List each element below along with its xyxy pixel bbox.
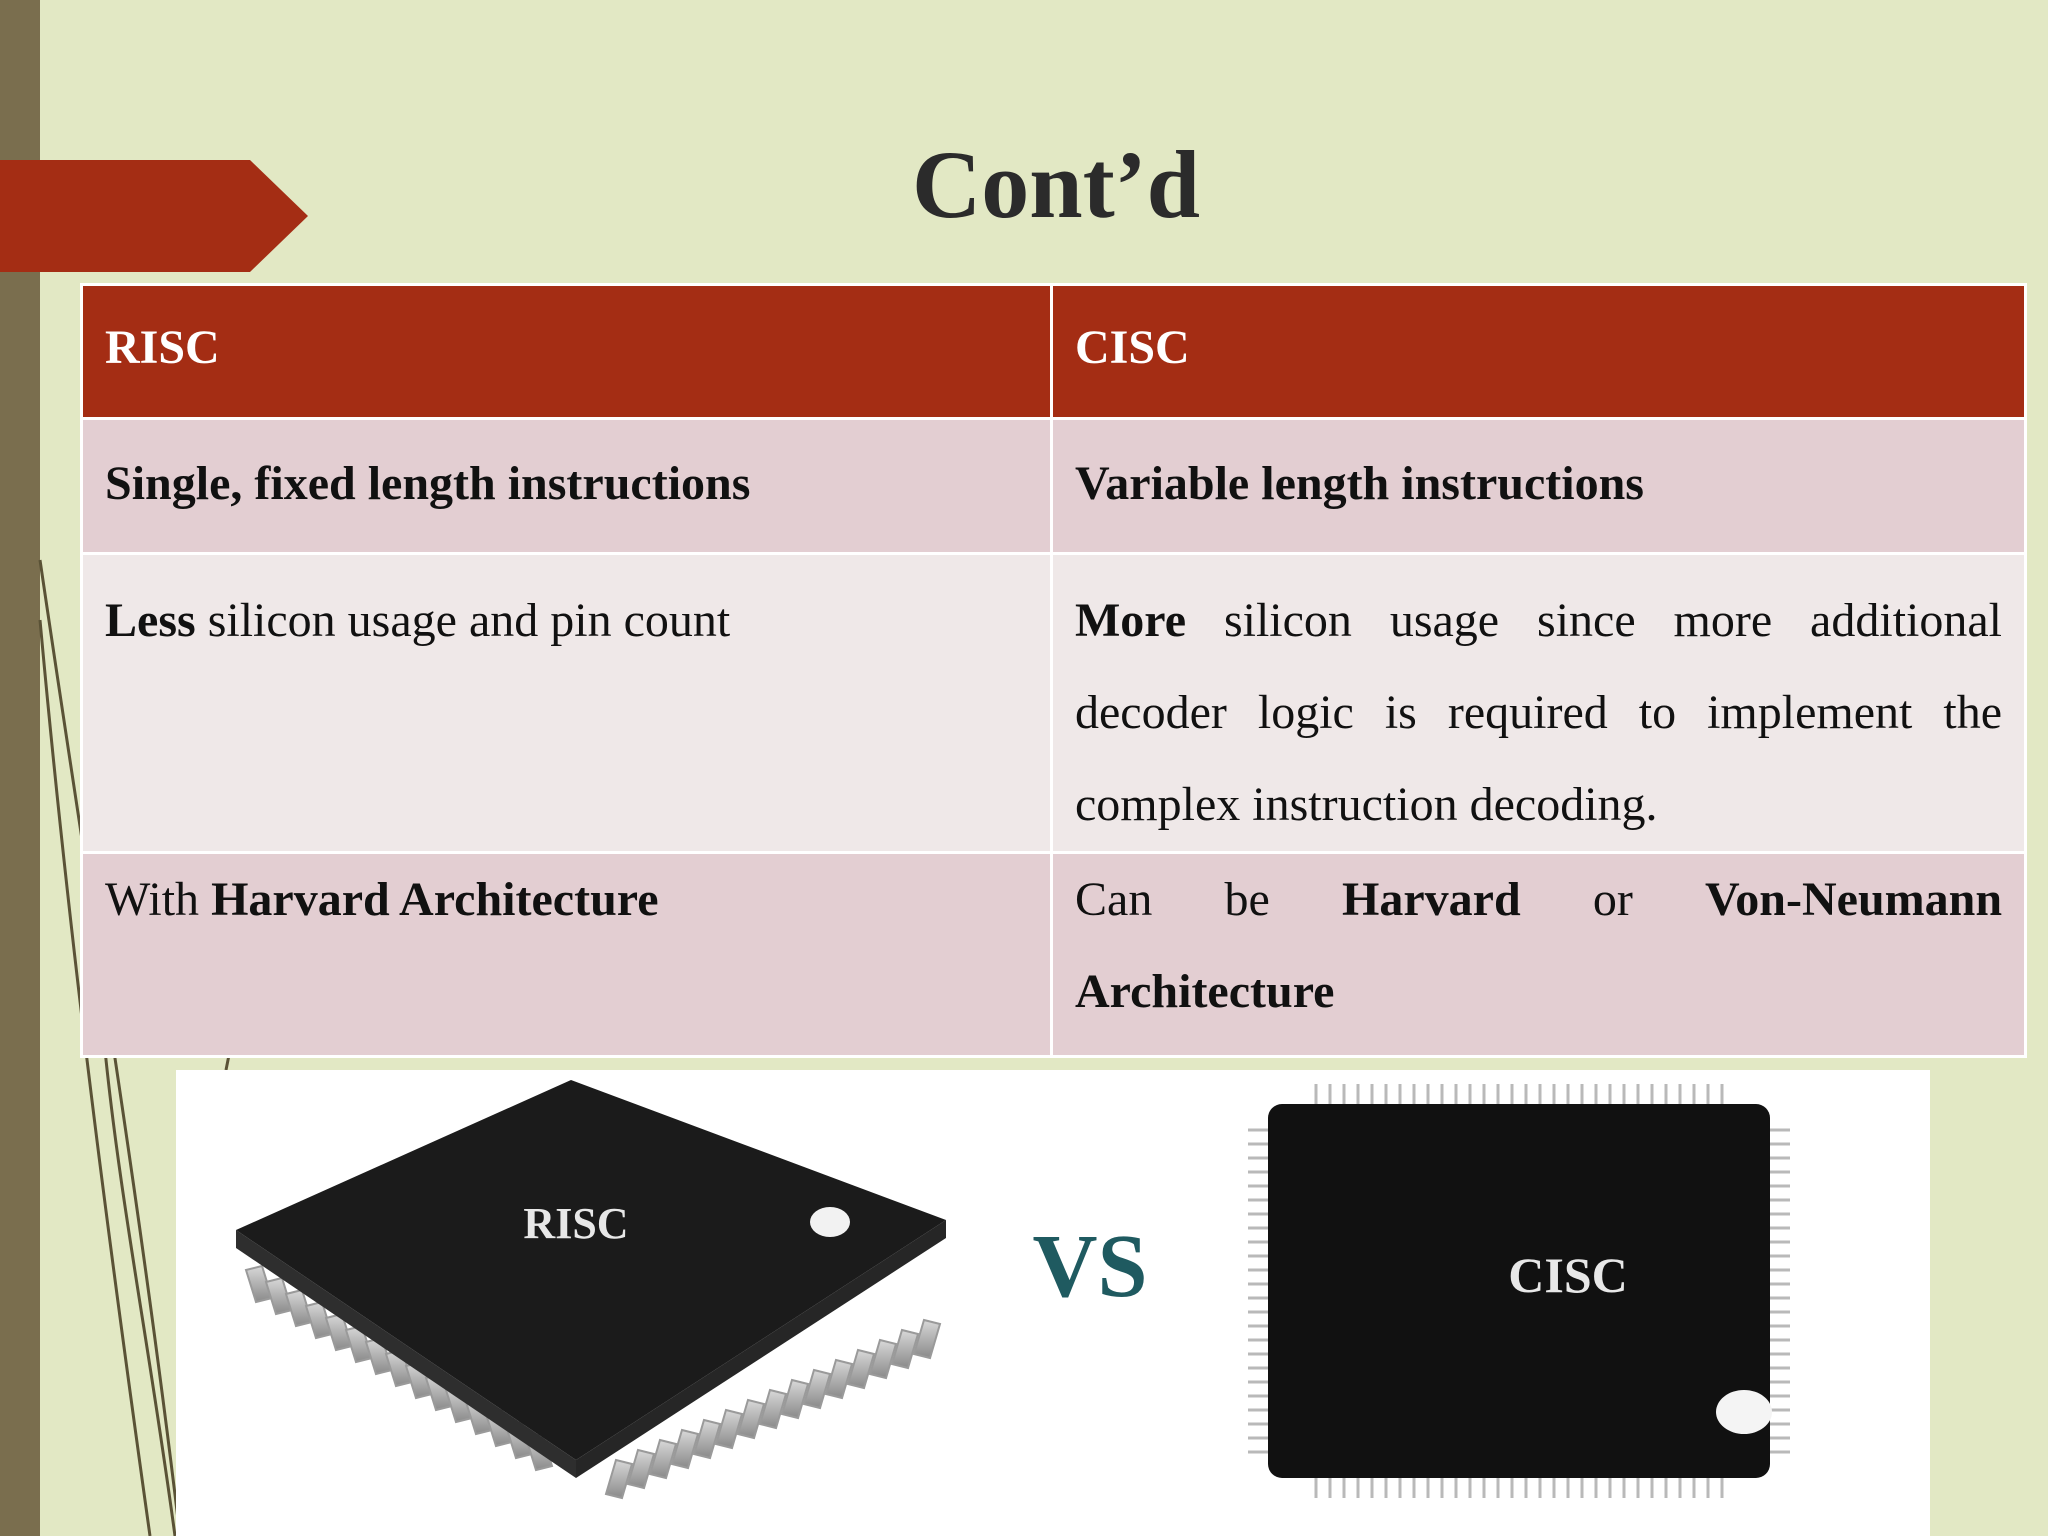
cell-risc-instructions: Single, fixed length instructions — [80, 417, 1053, 555]
cisc-chip-label: CISC — [1508, 1247, 1627, 1303]
header-risc: RISC — [80, 283, 1053, 420]
chip-comparison-image: RISC VS — [176, 1070, 1930, 1536]
table-row: With Harvard Architecture Can be Harvard… — [80, 851, 2027, 1058]
cell-cisc-silicon: More silicon usage since more additional… — [1050, 552, 2027, 854]
risc-silicon-bold: Less — [105, 594, 196, 647]
comparison-table: RISC CISC Single, fixed length instructi… — [80, 283, 2027, 1058]
table-row: Less silicon usage and pin count More si… — [80, 552, 2027, 854]
chip-illustration: RISC VS — [236, 1080, 1790, 1500]
cisc-arch-mid: or — [1520, 873, 1706, 926]
cell-risc-architecture: With Harvard Architecture — [80, 851, 1053, 1058]
risc-chip-icon: RISC — [236, 1080, 946, 1500]
vs-label: VS — [1032, 1217, 1147, 1316]
slide-title: Cont’d — [911, 131, 1201, 238]
risc-silicon-text: silicon usage and pin count — [195, 594, 731, 647]
risc-arch-bold: Harvard Architecture — [211, 873, 659, 926]
risc-chip-label: RISC — [523, 1199, 628, 1248]
cell-risc-silicon: Less silicon usage and pin count — [80, 552, 1053, 854]
cell-cisc-instructions: Variable length instructions — [1050, 417, 2027, 555]
cisc-arch-text: Can be — [1075, 873, 1343, 926]
cisc-silicon-text: silicon usage since more additional deco… — [1075, 594, 2002, 831]
cisc-chip-icon: CISC — [1248, 1084, 1790, 1498]
table-header-row: RISC CISC — [80, 283, 2027, 420]
cell-cisc-architecture: Can be Harvard or Von-Neumann Architectu… — [1050, 851, 2027, 1058]
risc-arch-text: With — [105, 873, 212, 926]
cisc-silicon-bold: More — [1075, 594, 1187, 647]
title-arrow-marker — [0, 160, 308, 272]
header-cisc: CISC — [1050, 283, 2027, 420]
cisc-arch-bold-1: Harvard — [1342, 873, 1521, 926]
cisc-arch-bold-2: Von-Neumann Architecture — [1075, 873, 2003, 1018]
table-row: Single, fixed length instructions Variab… — [80, 417, 2027, 555]
